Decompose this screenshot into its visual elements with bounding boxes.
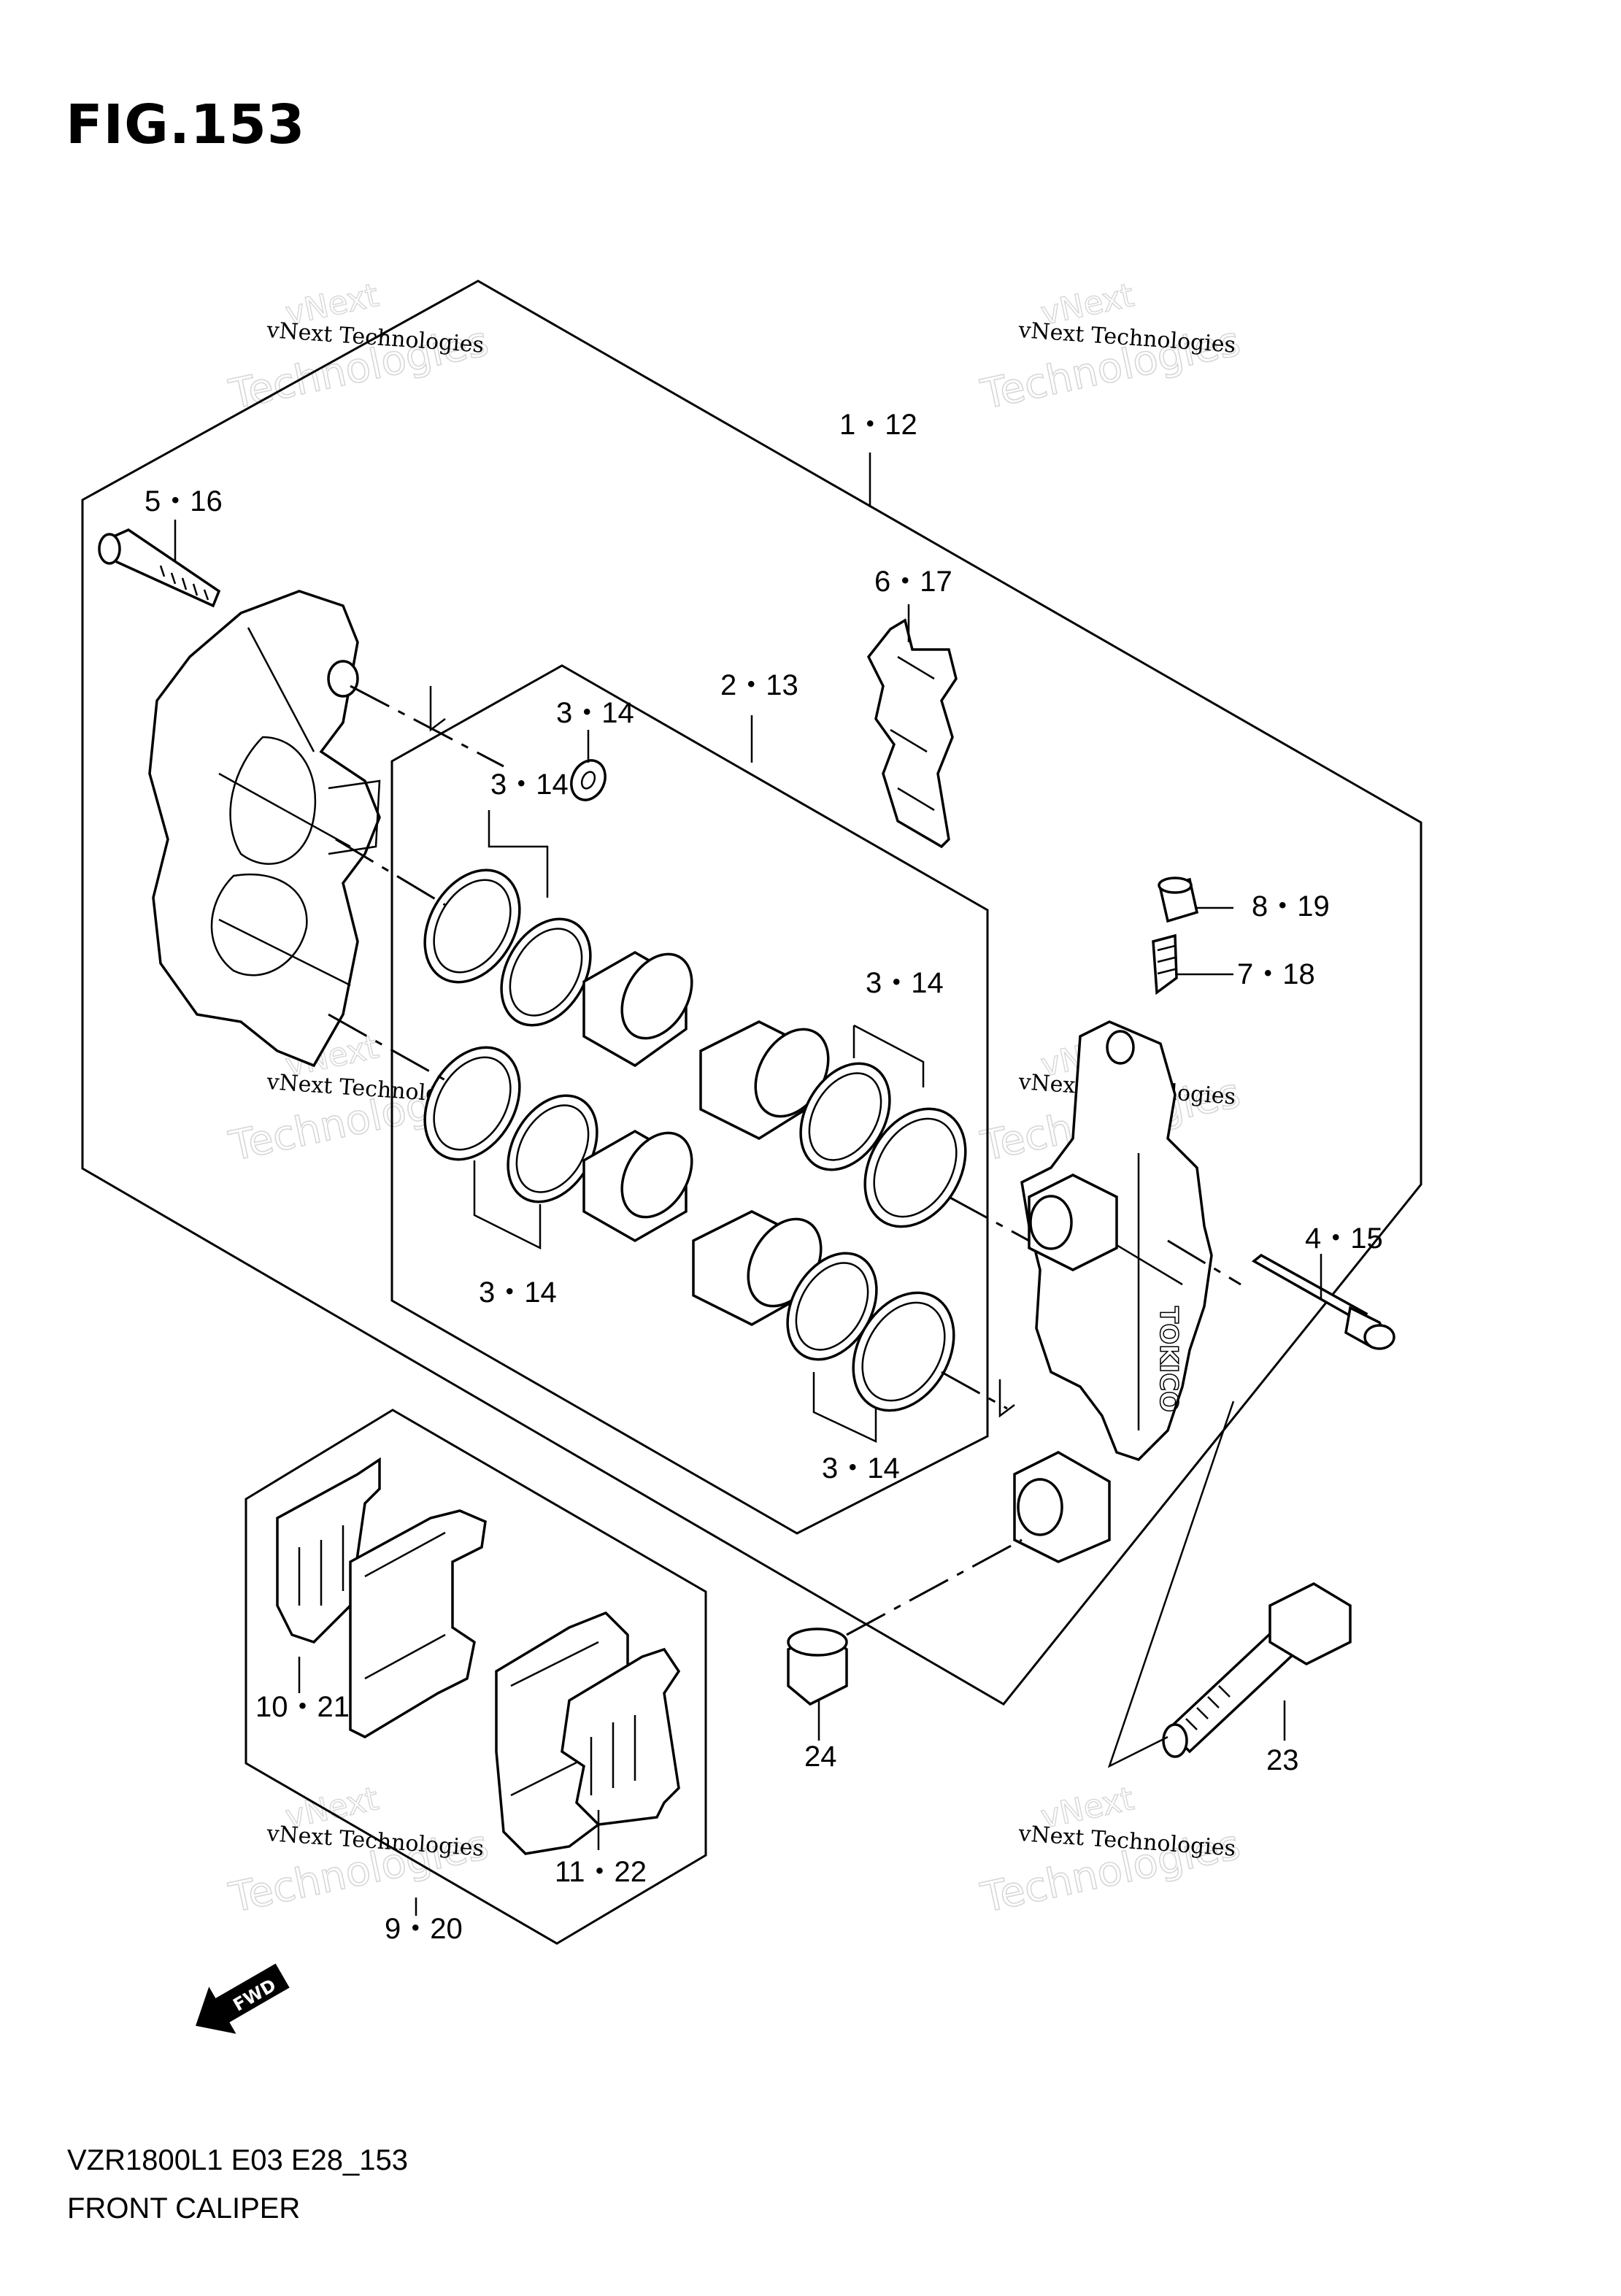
brake-pad-set-box	[245, 1409, 707, 1945]
callout-2-13: 2・13	[720, 669, 798, 701]
callout-4-15: 4・15	[1305, 1222, 1383, 1255]
watermark-bottom-left: vNext Technologies vNext Technologies	[225, 1779, 493, 1922]
callout-9-20: 9・20	[385, 1913, 463, 1945]
seal-ring	[500, 917, 592, 1027]
figure-title: FIG.153	[66, 93, 306, 156]
bracket-lower-right	[812, 1372, 877, 1443]
watermark-top-right: vNext Technologies vNext Technologies	[977, 276, 1245, 419]
callout-6-17: 6・17	[874, 566, 952, 598]
caliper-assembly-box	[81, 280, 1422, 1706]
collar	[787, 1627, 848, 1706]
alignment-zigzag	[1107, 1401, 1235, 1768]
callout-3-14-upper-right: 3・14	[866, 967, 944, 999]
pad-pin-bolt	[98, 528, 221, 608]
model-code: VZR1800L1 E03 E28_153	[67, 2144, 409, 2176]
seal-ring	[799, 1062, 891, 1171]
piston	[699, 1020, 830, 1141]
alignment-line	[1167, 1239, 1241, 1286]
piston	[582, 1129, 693, 1243]
bracket-upper-left	[488, 810, 549, 898]
section-name: FRONT CALIPER	[67, 2192, 301, 2224]
seal-ring	[423, 1046, 521, 1161]
seal-ring	[863, 1107, 967, 1228]
bracket-upper-right	[852, 1024, 925, 1087]
mounting-bolt	[1162, 1582, 1352, 1758]
pad-spring	[866, 618, 958, 849]
bleeder-cap	[1158, 877, 1199, 923]
brake-pad-left	[349, 1509, 487, 1738]
alignment-line	[350, 685, 504, 768]
right-caliper-half: TOKICO	[1013, 1020, 1213, 1563]
callout-11-22: 11・22	[555, 1856, 647, 1888]
pad-shim-right	[561, 1647, 681, 1826]
leader-lines	[174, 452, 1322, 1916]
watermark-bottom-right: vNext Technologies vNext Technologies	[977, 1779, 1245, 1922]
callout-8-19: 8・19	[1252, 890, 1330, 922]
seal-ring	[507, 1094, 598, 1203]
bleeder-valve	[1152, 933, 1178, 995]
alignment-zigzag	[998, 1379, 1015, 1418]
callout-3-14-lower-left: 3・14	[479, 1276, 557, 1309]
callout-3-14-upper-left: 3・14	[490, 768, 569, 801]
alignment-line	[328, 1013, 446, 1082]
left-caliper-half	[148, 590, 381, 1068]
alignment-zigzag	[429, 686, 446, 732]
alignment-line	[948, 1195, 1030, 1242]
caliper-brand-mark: TOKICO	[1154, 1306, 1183, 1412]
pad-shim-left	[276, 1457, 381, 1644]
callout-23: 23	[1266, 1744, 1299, 1776]
seal-ring	[423, 868, 521, 984]
alignment-line	[941, 1371, 1008, 1410]
bracket-lower-left	[473, 1160, 542, 1250]
callout-10-21: 10・21	[255, 1691, 350, 1723]
callout-3-14-lower-right: 3・14	[822, 1452, 900, 1484]
alignment-line	[846, 1538, 1023, 1636]
callout-3-14-washer: 3・14	[556, 697, 634, 729]
callout-7-18: 7・18	[1237, 958, 1315, 990]
seal-ring	[852, 1291, 955, 1412]
piston-seal-kit-box	[390, 664, 989, 1535]
washer	[570, 759, 607, 801]
callout-5-16: 5・16	[145, 485, 223, 517]
callout-24: 24	[804, 1741, 837, 1773]
callout-1-12: 1・12	[839, 409, 917, 441]
forward-direction-arrow: FWD	[196, 1963, 290, 2034]
housing-bolt	[1251, 1253, 1395, 1350]
piston	[582, 950, 693, 1068]
alignment-line	[335, 838, 446, 906]
